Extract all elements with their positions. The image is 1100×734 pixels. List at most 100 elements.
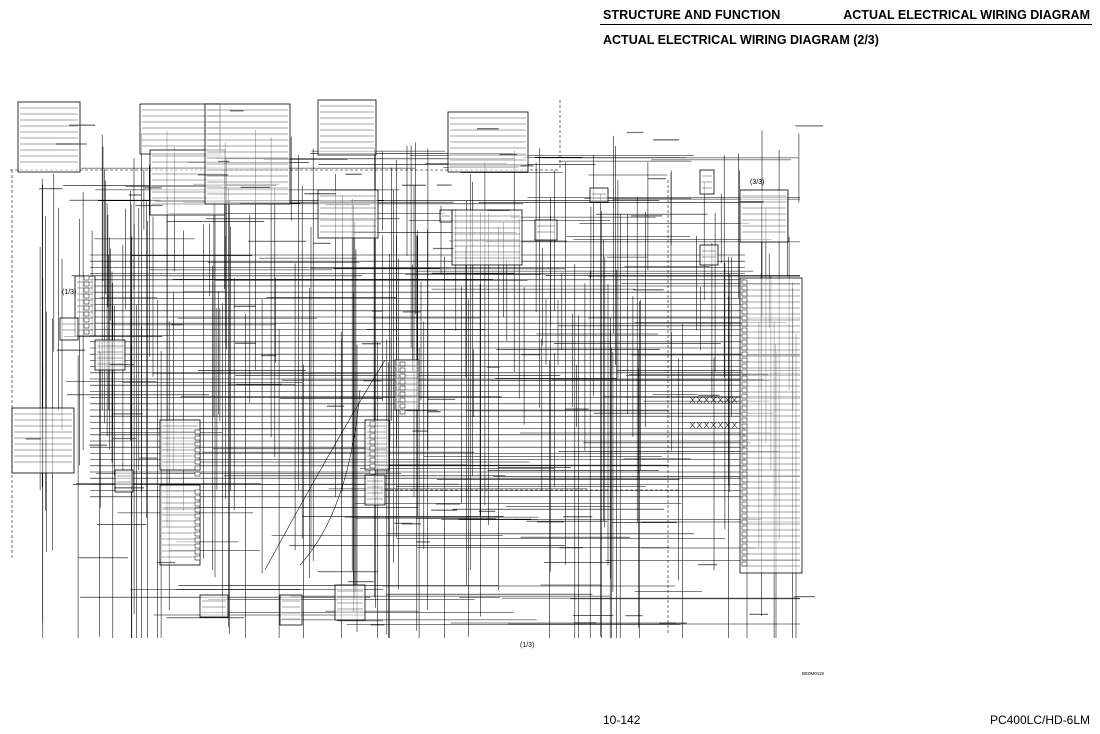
connector-pin	[741, 333, 748, 339]
wire-cross-marker	[689, 421, 696, 429]
wire-cross-marker	[710, 396, 717, 404]
connector-pin	[741, 417, 748, 423]
connector-box	[739, 189, 789, 243]
wire-cross-marker	[696, 396, 703, 404]
connector-pin	[399, 379, 406, 385]
continuation-label: (1/3)	[520, 642, 534, 649]
connector-pin	[741, 465, 748, 471]
connector-pin	[741, 441, 748, 447]
connector-pin	[741, 399, 748, 405]
connector-box	[534, 219, 558, 241]
drawing-code: BE0M0119	[802, 671, 824, 676]
connector-pin	[741, 459, 748, 465]
connector-pin	[83, 275, 90, 281]
connector-pin	[83, 293, 90, 299]
connector-pin	[741, 363, 748, 369]
connector-pin	[741, 375, 748, 381]
connector-box	[94, 339, 126, 371]
connector-box	[204, 103, 291, 205]
connector-pin	[194, 435, 201, 441]
connector-pin	[741, 297, 748, 303]
connector-pin	[194, 525, 201, 531]
connector-pin	[369, 433, 376, 439]
connector-pin	[741, 423, 748, 429]
connector-pin	[741, 309, 748, 315]
connector-box	[589, 187, 609, 203]
connector-pin	[741, 531, 748, 537]
connector-pin	[741, 477, 748, 483]
connector-pin	[369, 463, 376, 469]
connector-pin	[741, 327, 748, 333]
connector-pin	[369, 421, 376, 427]
continuation-label: (3/3)	[750, 179, 764, 186]
connector-pin	[83, 281, 90, 287]
connector-box	[11, 407, 75, 474]
connector-pin	[194, 531, 201, 537]
connector-pin	[369, 457, 376, 463]
connector-pin	[194, 471, 201, 477]
connector-pin	[83, 317, 90, 323]
connector-pin	[741, 315, 748, 321]
connector-pin	[83, 305, 90, 311]
connector-box	[159, 484, 201, 566]
connector-pin	[399, 385, 406, 391]
connector-pin	[194, 489, 201, 495]
header-rule	[600, 24, 1092, 25]
connector-box	[159, 419, 201, 471]
connector-box	[699, 244, 719, 266]
connector-box	[364, 474, 386, 506]
connector-pin	[741, 507, 748, 513]
continuation-label: (1/3)	[62, 289, 76, 296]
connector-pin	[399, 403, 406, 409]
connector-pin	[399, 361, 406, 367]
page-number: 10-142	[603, 713, 641, 727]
connector-pin	[741, 321, 748, 327]
wire-curve	[299, 389, 361, 566]
connector-pin	[741, 543, 748, 549]
wire-cross-marker	[689, 396, 696, 404]
diagram-label-group: (1/3) (3/3) (1/3) BE0M0119	[62, 179, 824, 676]
connector-pin	[399, 391, 406, 397]
connector-pin	[741, 405, 748, 411]
wire-cross-marker	[731, 396, 738, 404]
wire-cross-marker	[724, 396, 731, 404]
connector-pin	[741, 483, 748, 489]
connector-pin	[741, 303, 748, 309]
connector-pin	[194, 555, 201, 561]
connector-pin	[741, 285, 748, 291]
connector-pin	[194, 441, 201, 447]
chapter-title: ACTUAL ELECTRICAL WIRING DIAGRAM	[843, 8, 1090, 22]
connector-box	[317, 99, 377, 156]
connector-pin	[741, 279, 748, 285]
connector-pin	[83, 329, 90, 335]
connector-pin	[741, 555, 748, 561]
connector-box	[394, 359, 420, 411]
connector-pin	[741, 387, 748, 393]
connector-box	[17, 101, 81, 173]
connector-pin	[194, 465, 201, 471]
connector-pin	[194, 519, 201, 525]
connector-pin	[399, 367, 406, 373]
connector-pin	[194, 543, 201, 549]
wire-bundle	[10, 100, 800, 638]
model-number: PC400LC/HD-6LM	[989, 713, 1090, 727]
wire-cross-marker	[717, 396, 724, 404]
connector-pin	[194, 459, 201, 465]
connector-pin	[83, 287, 90, 293]
connector-box	[59, 317, 79, 341]
connector-pin	[369, 469, 376, 475]
connector-box	[334, 584, 366, 621]
component-group	[11, 99, 824, 626]
wiring-diagram: (1/3) (3/3) (1/3) BE0M0119	[10, 99, 824, 676]
connector-pin	[369, 427, 376, 433]
connector-pin	[399, 373, 406, 379]
connector-pin	[741, 549, 748, 555]
connector-pin	[369, 451, 376, 457]
connector-pin	[741, 453, 748, 459]
connector-pin	[741, 345, 748, 351]
connector-box	[739, 277, 803, 574]
section-title: STRUCTURE AND FUNCTION	[603, 8, 781, 22]
wire-cross-marker	[724, 421, 731, 429]
wire-cross-marker	[696, 421, 703, 429]
connector-pin	[194, 549, 201, 555]
